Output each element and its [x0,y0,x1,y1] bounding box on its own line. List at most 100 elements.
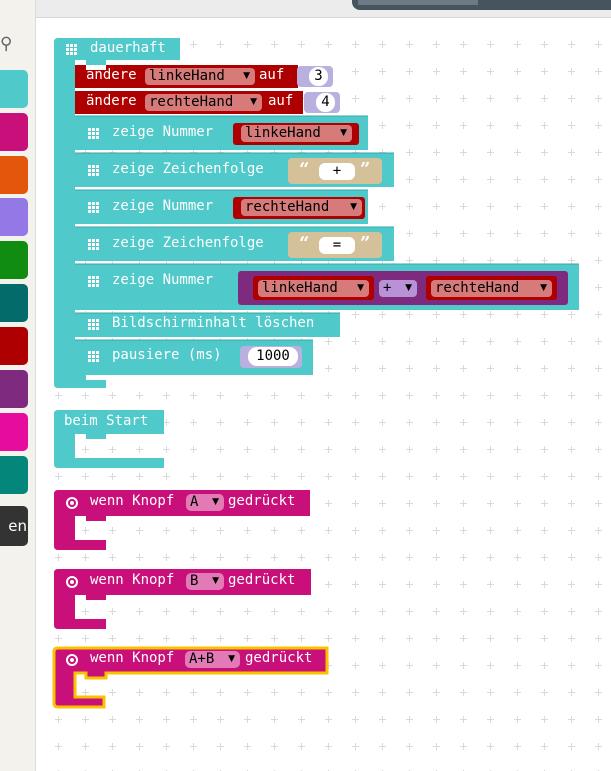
grid-point [433,365,440,372]
button-ab-pressed-label: gedrückt [245,650,313,666]
button-a-block-shape[interactable] [54,490,310,550]
grid-point [460,500,467,507]
grid-point [433,257,440,264]
toolbox-category-led[interactable] [0,198,28,236]
clear-screen-shape[interactable] [75,313,340,337]
grid-point [190,608,197,615]
grid-point [352,500,359,507]
grid-point [514,689,521,696]
grid-point [433,743,440,750]
grid-point [55,743,62,750]
sum-right-dropdown[interactable]: rechteHand▼ [431,280,552,297]
close-quote-icon: ” [360,159,371,180]
grid-point [82,392,89,399]
grid-icon [88,202,99,213]
toolbox-category-radio[interactable] [0,241,28,279]
grid-point [244,473,251,480]
set-right-var-dropdown[interactable]: rechteHand▼ [145,94,262,111]
toolbox-category-logic[interactable] [0,327,28,365]
grid-point [55,716,62,723]
math-op: + [383,280,392,296]
forever-block-shape[interactable] [54,38,180,388]
toolbox-category-loops[interactable] [0,284,28,322]
on-start-block-shape[interactable] [54,410,164,468]
show-num-left-dropdown[interactable]: linkeHand▼ [241,125,352,142]
grid-point [82,635,89,642]
grid-point [352,554,359,561]
grid-point [460,95,467,102]
toolbox-category-basic[interactable] [0,70,28,108]
grid-point [109,608,116,615]
grid-point [244,527,251,534]
grid-point [514,230,521,237]
button-ab-dropdown[interactable]: A+B▼ [185,651,240,668]
text-plus-value[interactable]: + [319,163,355,180]
button-ab-block-shape[interactable] [52,646,329,709]
grid-point [379,473,386,480]
toolbox-category-advanced[interactable] [0,456,28,494]
grid-point [325,446,332,453]
text-eq-value[interactable]: = [319,237,355,254]
grid-point [433,311,440,318]
set-right-value[interactable]: 4 [316,93,335,112]
grid-point [271,743,278,750]
grid-point [163,473,170,480]
grid-point [568,608,575,615]
pause-value[interactable]: 1000 [248,347,298,366]
grid-point [406,635,413,642]
grid-point [487,689,494,696]
toolbox-category-variables[interactable] [0,370,28,408]
math-op-dropdown[interactable]: +▼ [379,280,417,297]
grid-point [55,392,62,399]
grid-point [379,581,386,588]
grid-point [406,338,413,345]
grid-point [217,446,224,453]
grid-point [568,311,575,318]
grid-point [541,230,548,237]
grid-point [271,473,278,480]
grid-point [379,122,386,129]
button-a-dropdown[interactable]: A▼ [186,494,224,511]
button-b-dropdown[interactable]: B▼ [186,573,224,590]
toolbar-tab[interactable] [358,0,478,5]
toolbox-advanced-label[interactable]: en [0,506,28,546]
grid-point [568,365,575,372]
grid-point [109,635,116,642]
grid-point [433,716,440,723]
grid-point [460,41,467,48]
grid-point [217,473,224,480]
sum-left-dropdown[interactable]: linkeHand▼ [258,280,369,297]
grid-point [460,689,467,696]
grid-point [514,419,521,426]
grid-point [487,662,494,669]
radio-icon [66,576,78,588]
set-left-var-dropdown[interactable]: linkeHand▼ [145,68,255,85]
grid-point [190,716,197,723]
grid-point [298,446,305,453]
show-num-right-dropdown[interactable]: rechteHand▼ [241,199,362,216]
grid-point [217,419,224,426]
grid-point [406,527,413,534]
grid-point [379,365,386,372]
toolbox-category-input[interactable] [0,113,28,151]
grid-point [271,41,278,48]
grid-point [460,662,467,669]
grid-point [514,41,521,48]
grid-point [352,338,359,345]
grid-point [271,635,278,642]
search-icon[interactable]: ⚲ [0,34,13,54]
grid-point [541,149,548,156]
grid-point [487,95,494,102]
grid-point [514,527,521,534]
grid-point [325,419,332,426]
toolbox-category-math[interactable] [0,413,28,451]
grid-point [136,554,143,561]
grid-point [190,41,197,48]
set-left-value[interactable]: 3 [309,67,328,86]
button-b-block-shape[interactable] [54,569,311,629]
grid-point [352,527,359,534]
toolbox-category-music[interactable] [0,156,28,194]
grid-point [568,95,575,102]
grid-point [568,203,575,210]
grid-point [379,95,386,102]
